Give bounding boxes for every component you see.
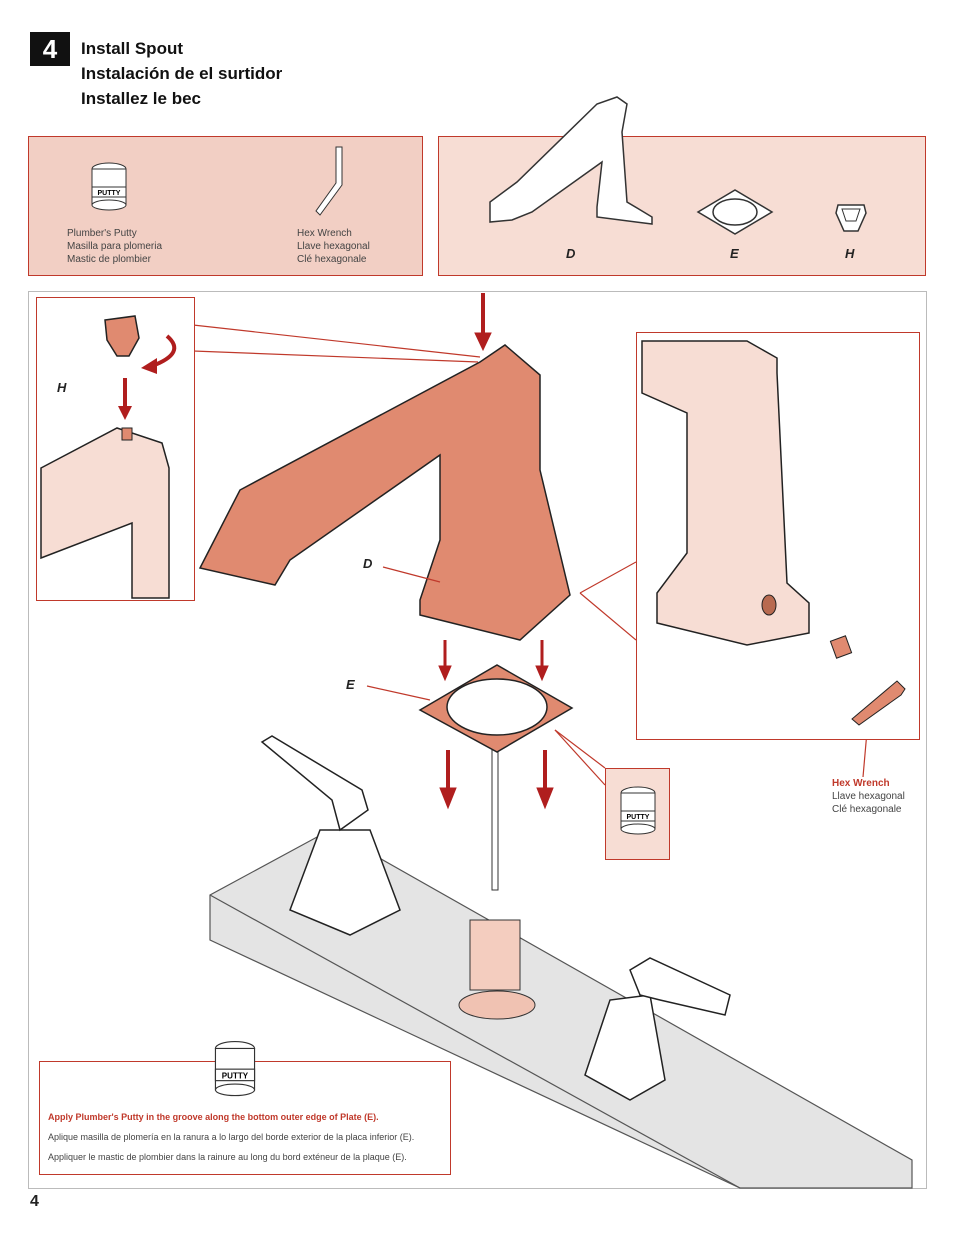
- callout-h: H: [57, 380, 67, 395]
- step-title: Install Spout Instalación de el surtidor…: [81, 36, 282, 111]
- cap-detail-drawing: [40, 315, 177, 599]
- putty-label-fr: Mastic de plombier: [67, 254, 151, 265]
- parts-panel: D E H: [438, 96, 926, 276]
- note-es: Aplique masilla de plomería en la ranura…: [48, 1132, 415, 1142]
- spout-base-detail-inset: [636, 332, 920, 740]
- cap-part-drawing: [835, 204, 867, 232]
- putty-jar-label: PUTTY: [627, 814, 650, 821]
- putty-jar-label: PUTTY: [98, 190, 121, 197]
- putty-label-en: Plumber's Putty: [67, 228, 137, 239]
- tools-panel: PUTTY Plumber's Putty Masilla para plome…: [28, 136, 423, 276]
- putty-instruction-note: PUTTY Apply Plumber's Putty in the groov…: [39, 1040, 451, 1175]
- wrench-label-fr: Clé hexagonale: [297, 254, 367, 265]
- title-fr: Installez le bec: [81, 89, 201, 108]
- putty-jar-icon: PUTTY: [620, 786, 656, 835]
- putty-label-es: Masilla para plomeria: [67, 241, 163, 252]
- part-label-h: H: [845, 246, 855, 261]
- cap-detail-inset: [36, 297, 195, 601]
- putty-jar-label: PUTTY: [222, 1071, 249, 1080]
- title-en: Install Spout: [81, 39, 183, 58]
- part-label-e: E: [730, 246, 739, 261]
- plate-part-drawing: [696, 189, 774, 235]
- hex-wrench-callout: Hex Wrench Llave hexagonal Clé hexagonal…: [832, 777, 905, 816]
- putty-detail-inset: PUTTY: [605, 768, 670, 860]
- hex-wrench-icon: [315, 146, 343, 216]
- hex-callout-es: Llave hexagonal: [832, 791, 905, 802]
- wrench-label-es: Llave hexagonal: [297, 241, 370, 252]
- hex-callout-fr: Clé hexagonale: [832, 804, 902, 815]
- spout-part-drawing: [489, 96, 653, 225]
- page-number: 4: [30, 1193, 39, 1210]
- putty-jar-icon: PUTTY: [91, 162, 127, 211]
- title-es: Instalación de el surtidor: [81, 64, 283, 83]
- putty-jar-icon: PUTTY: [214, 1040, 256, 1097]
- note-en: Apply Plumber's Putty in the groove alon…: [48, 1112, 379, 1122]
- step-number-badge: 4: [30, 32, 70, 66]
- part-label-d: D: [566, 246, 576, 261]
- note-fr: Appliquer le mastic de plombier dans la …: [48, 1152, 407, 1162]
- hex-callout-en: Hex Wrench: [832, 778, 890, 789]
- wrench-label-en: Hex Wrench: [297, 228, 352, 239]
- callout-d: D: [363, 556, 373, 571]
- callout-e: E: [346, 677, 355, 692]
- spout-base-detail-drawing: [641, 340, 906, 726]
- main-illustration-frame: [28, 291, 927, 1189]
